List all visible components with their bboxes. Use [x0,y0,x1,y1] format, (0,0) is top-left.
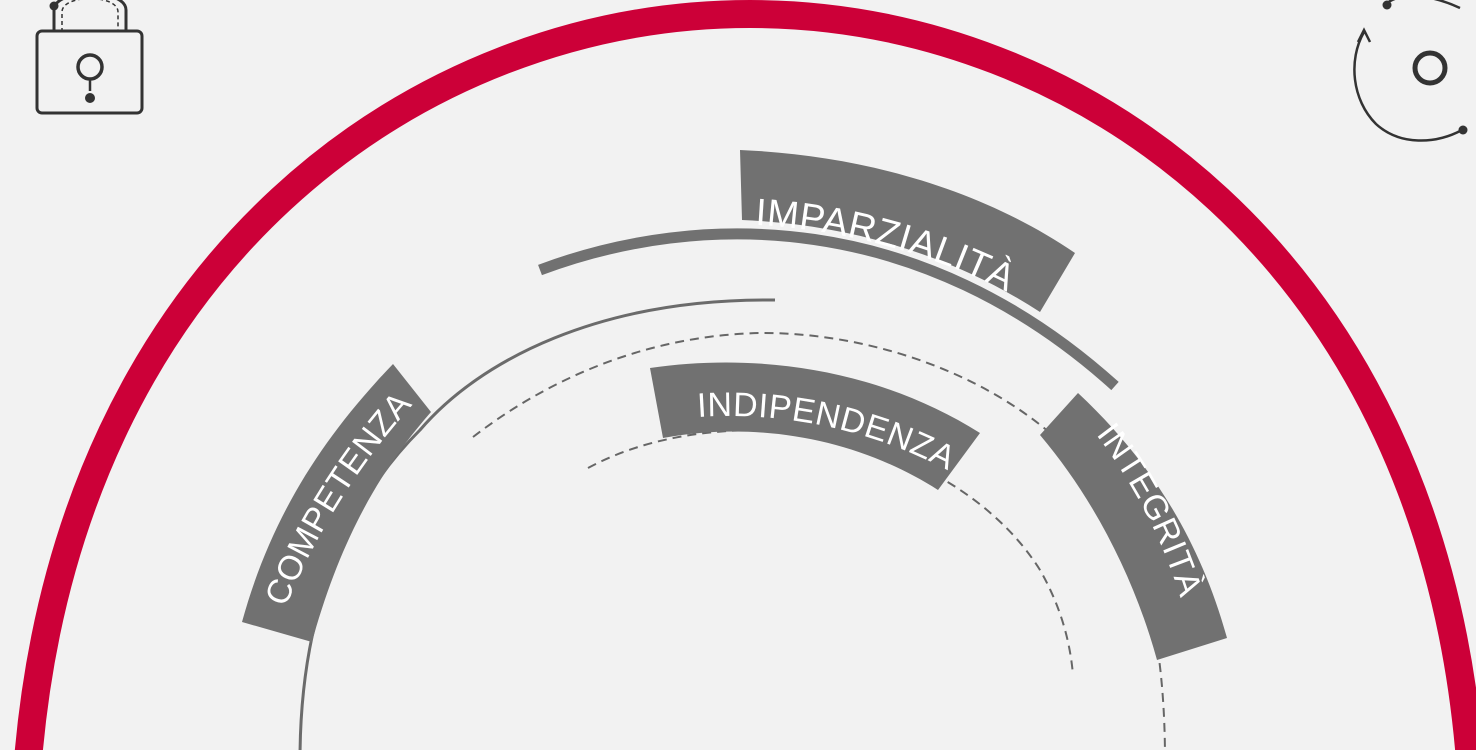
integrita-band [1040,393,1227,660]
imparzialita-band [740,150,1075,312]
indipendenza-label: INDIPENDENZA [696,386,961,478]
padlock-icon [35,0,144,115]
competenza-label: COMPETENZA [258,385,419,611]
outer-ring [14,0,1476,750]
indipendenza-dashed-arc [587,428,1074,676]
indipendenza-band [650,362,980,490]
cycle-arrows-icon [1353,0,1468,142]
imparzialita-arc [538,228,1119,391]
competenza-arc [298,298,776,750]
competenza-band [242,364,431,642]
